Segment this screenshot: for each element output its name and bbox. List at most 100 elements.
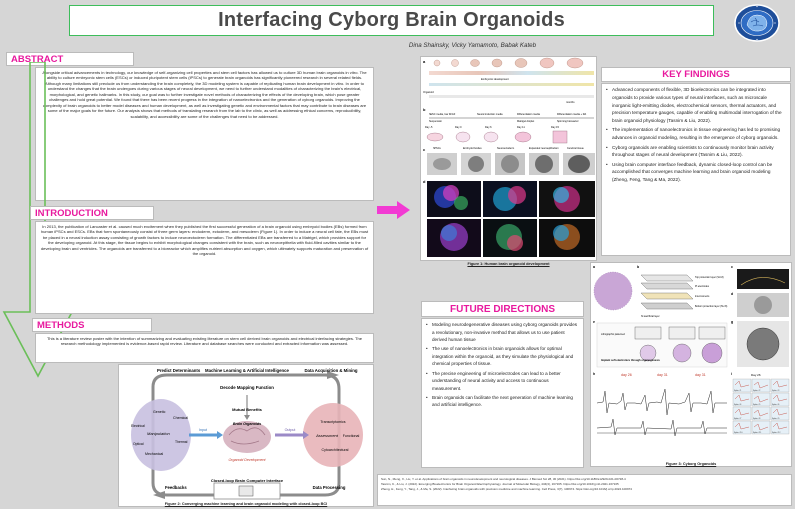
fig1-cerebral: Cerebral tissue [567, 147, 584, 150]
fig1-hes: hESC media, low bFGF [429, 113, 456, 116]
fig3-day31: day 31 [657, 373, 668, 377]
introduction-heading: INTRODUCTION [30, 206, 154, 220]
figure1-panel: a Embryonic development O [420, 56, 597, 261]
fig1-fluorescence [427, 181, 595, 257]
fig3-label-h: h [593, 372, 595, 376]
fig1-timeline: Embryonic development [481, 77, 509, 81]
figure3-panel: a b Top protection layer (SU-8) Pt elect… [590, 262, 792, 467]
authors-line: Dina Shainsky, Vicky Yamamoto, Babak Kat… [408, 42, 537, 49]
introduction-text: In 2013, the publication of Lancaster et… [35, 221, 374, 314]
fig3-label-d: d [731, 292, 733, 296]
abstract-text: Alongside critical advancements in techn… [35, 67, 374, 201]
fig2-ml-ai: Machine Learning & Artificial Intelligen… [205, 368, 289, 373]
title-banner: Interfacing Cyborg Brain Organoids [69, 5, 714, 36]
key-finding-item: Advanced components of flexible, 3D bioe… [606, 86, 786, 125]
fig3-label-g: g [731, 320, 733, 324]
fig3-spike-11: Spike #11 [753, 432, 761, 434]
fig1-label-c: c [423, 147, 426, 152]
future-directions-heading: FUTURE DIRECTIONS [421, 301, 584, 317]
fig2-mutual: Mutual Benefits [232, 407, 263, 412]
fig2-input: Input [199, 428, 207, 432]
fig2-processing: Data Processing [313, 485, 346, 490]
reference-item: Sun, N., Meng, X., Liu, Y. et al. Applic… [381, 477, 626, 481]
fig3-top: Top protection layer (SU-8) [695, 276, 724, 279]
fig1-matrigel: Matrigel droplet [517, 120, 535, 123]
figure2-caption: Figure 2: Converging machine learning an… [164, 502, 328, 506]
fig3-interconnects: Interconnects [695, 295, 710, 298]
reference-item: Tasnim, K., & Liu, J. (2022). Emerging B… [381, 482, 619, 486]
figure3-caption: Figure 3: Cyborg Organoids [665, 462, 717, 466]
fig3-lithographic: Lithographic patterned [601, 333, 625, 336]
reference-item: Zheng, H., Feng, Y., Tang, J., & Ma, S. … [381, 487, 632, 491]
fig2-transcriptomics: Transcriptomics [320, 420, 345, 424]
fig1-day6: Day 6 [485, 126, 492, 129]
key-findings-heading: KEY FINDINGS [601, 67, 791, 82]
fig2-organoid-dev: Organoid Development [229, 458, 267, 462]
fig3-day31b: day 31 [695, 373, 706, 377]
fig2-optical: Optical [133, 442, 144, 446]
fig3-spike-5: Spike #5 [753, 404, 760, 406]
fig3-ni: Ni sacrificial layer [641, 315, 660, 318]
fig2-predict: Predict Determinants [157, 368, 201, 373]
key-findings-list: Advanced components of flexible, 3D bioe… [601, 83, 791, 256]
fig3-spike-10: Spike #10 [734, 432, 742, 434]
future-direction-item: Modeling neurodegenerative diseases usin… [426, 321, 579, 344]
fig3-label-e: e [593, 320, 595, 324]
fig2-data-acq: Data Acquisition & Mining [304, 368, 357, 373]
fig1-suspension: Suspension [429, 120, 443, 123]
fig2-genetic: Genetic [153, 410, 166, 414]
poster-title: Interfacing Cyborg Brain Organoids [218, 9, 565, 31]
fig3-spike-4: Spike #4 [734, 404, 741, 406]
fig3-label-b: b [637, 265, 640, 269]
fig2-mechanical: Mechanical [145, 452, 163, 456]
key-finding-item: Using brain computer interface feedback,… [606, 161, 786, 184]
fig1-month: months [566, 100, 575, 104]
fig3-spike-7: Spike #7 [734, 418, 741, 420]
fig2-thermal: Thermal [175, 440, 188, 444]
fig3-pt: Pt electrodes [695, 285, 710, 288]
fig3-implant: Implant soft electronics through organog… [601, 358, 660, 362]
brain-mapping-foundation-seal-icon [734, 4, 780, 42]
fig3-day26b: Day 26 [751, 373, 761, 377]
fig2-brain-organoids: Brain Organoids [233, 422, 261, 426]
fig2-bci: Closed-loop Brain Computer Interface [211, 478, 284, 483]
fig3-label-a: a [593, 265, 596, 269]
fig1-label-a: a [423, 59, 426, 64]
figure2-diagram: Predict Determinants Machine Learning & … [131, 368, 363, 500]
fig3-trace2 [596, 418, 727, 437]
fig1-label-b: b [423, 107, 426, 112]
fig3-day26: day 26 [621, 373, 632, 377]
fig3-spike-8: Spike #8 [753, 418, 760, 420]
fig1-micrographs [427, 153, 595, 175]
methods-heading: METHODS [32, 318, 152, 332]
fig3-spike-3: Spike #3 [772, 390, 779, 392]
fig1-day0: Day 0 [455, 126, 462, 129]
fig2-cytoarchitectural: Cytoarchitectural [322, 448, 349, 452]
fig3-bottom: Bottom protection layer (SU-8) [695, 305, 727, 308]
fig1-diff1: Differentiation media [517, 113, 540, 116]
key-finding-item: The implementation of nanoelectronics in… [606, 126, 786, 142]
key-finding-item: Cyborg organoids are enabling scientists… [606, 144, 786, 160]
future-direction-item: The precise engineering of microelectrod… [426, 370, 579, 393]
fig1-embryos [433, 57, 584, 69]
fig1-embryoid: Embryoid bodies [463, 147, 482, 150]
fig1-day11: Day 11 [517, 126, 525, 129]
fig1-day-minus5: Day -5 [425, 126, 433, 129]
figure1-diagram: a Embryonic development O [423, 57, 595, 257]
fig1-diff2: Differentiation media + RA [557, 113, 587, 116]
fig2-manipulation: Manipulation [147, 431, 170, 436]
fig2-decode: Decode Mapping Function [220, 385, 274, 390]
fig2-assessment: Assessment [315, 433, 339, 438]
future-direction-item: The use of nanoelectronics in brain orga… [426, 345, 579, 368]
fig3-spike-6: Spike #6 [772, 404, 779, 406]
fig1-expanded: Expanded neuroepithelium [529, 147, 559, 150]
fig1-neuroect: Neuroectoderm [497, 147, 514, 150]
future-direction-item: Brain organoids can facilitate the next … [426, 394, 579, 409]
fig3-spike-9: Spike #9 [772, 418, 779, 420]
fig3-spike-2: Spike #2 [753, 390, 760, 392]
pink-arrow-icon [377, 201, 410, 219]
fig1-spinning: Spinning bioreactor [557, 120, 579, 123]
fig2-feedbacks: Feedbacks [165, 485, 187, 490]
fig2-chemical: Chemical [173, 416, 188, 420]
